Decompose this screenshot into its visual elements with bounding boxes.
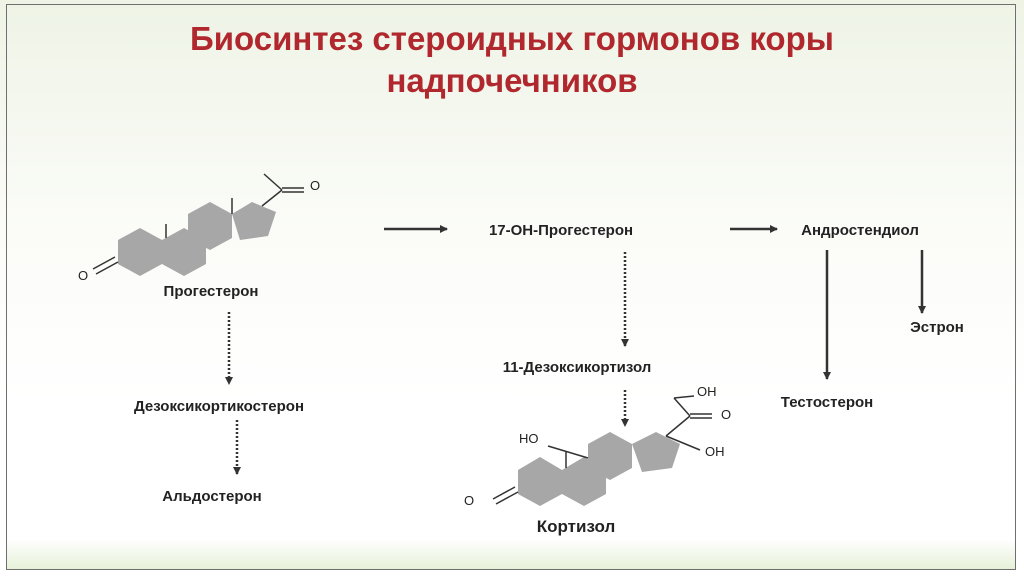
node-11-deoxycortisol: 11-Дезоксикортизол [502, 359, 652, 376]
node-progesterone: Прогестерон [163, 283, 259, 300]
keto-bond-2 [92, 256, 116, 270]
ho-bond [547, 445, 589, 459]
cortisol-o-20: O [721, 407, 732, 422]
side-chain-1 [665, 415, 691, 437]
title-line-2: надпочечников [386, 62, 638, 99]
slide-title: Биосинтез стероидных гормонов коры надпо… [0, 18, 1024, 102]
pathway-arrows [225, 225, 926, 475]
side-chain-1 [261, 189, 283, 207]
node-androstenediol: Андростендиол [801, 222, 919, 239]
ring-a [518, 457, 562, 506]
ring-c [588, 432, 632, 480]
progesterone-o-sidechain: O [310, 178, 321, 193]
ring-d [632, 432, 680, 472]
keto-bond-1 [495, 491, 519, 505]
cortisol-ho-11: HO [519, 431, 539, 446]
cortisol-oh-17: OH [705, 444, 725, 459]
cortisol-o-3: O [464, 493, 475, 508]
progesterone-o-ring: O [78, 268, 89, 283]
side-chain-2 [263, 173, 283, 191]
node-testosterone: Тестостерон [780, 394, 874, 411]
cortisol-oh-21: OH [697, 384, 717, 399]
node-estrone: Эстрон [910, 319, 964, 336]
node-deoxycorticosterone: Дезоксикортикостерон [133, 398, 305, 415]
keto-bond-1 [95, 261, 119, 275]
ring-d [232, 202, 276, 240]
node-17-oh-progesterone: 17-ОН-Прогестерон [488, 222, 634, 239]
progesterone-structure [92, 173, 304, 276]
oh-bond-21 [673, 395, 695, 399]
cortisol-structure [492, 395, 712, 506]
node-aldosterone: Альдостерон [162, 488, 262, 505]
side-chain-2 [673, 397, 691, 417]
node-cortisol: Кортизол [536, 517, 616, 536]
title-line-1: Биосинтез стероидных гормонов коры [190, 20, 834, 57]
ring-c [188, 202, 232, 250]
ring-a [118, 228, 162, 276]
bottom-decor-band [7, 539, 1015, 569]
keto-bond-2 [492, 486, 516, 500]
slide-frame [6, 4, 1016, 570]
oh-bond-17 [665, 435, 701, 451]
